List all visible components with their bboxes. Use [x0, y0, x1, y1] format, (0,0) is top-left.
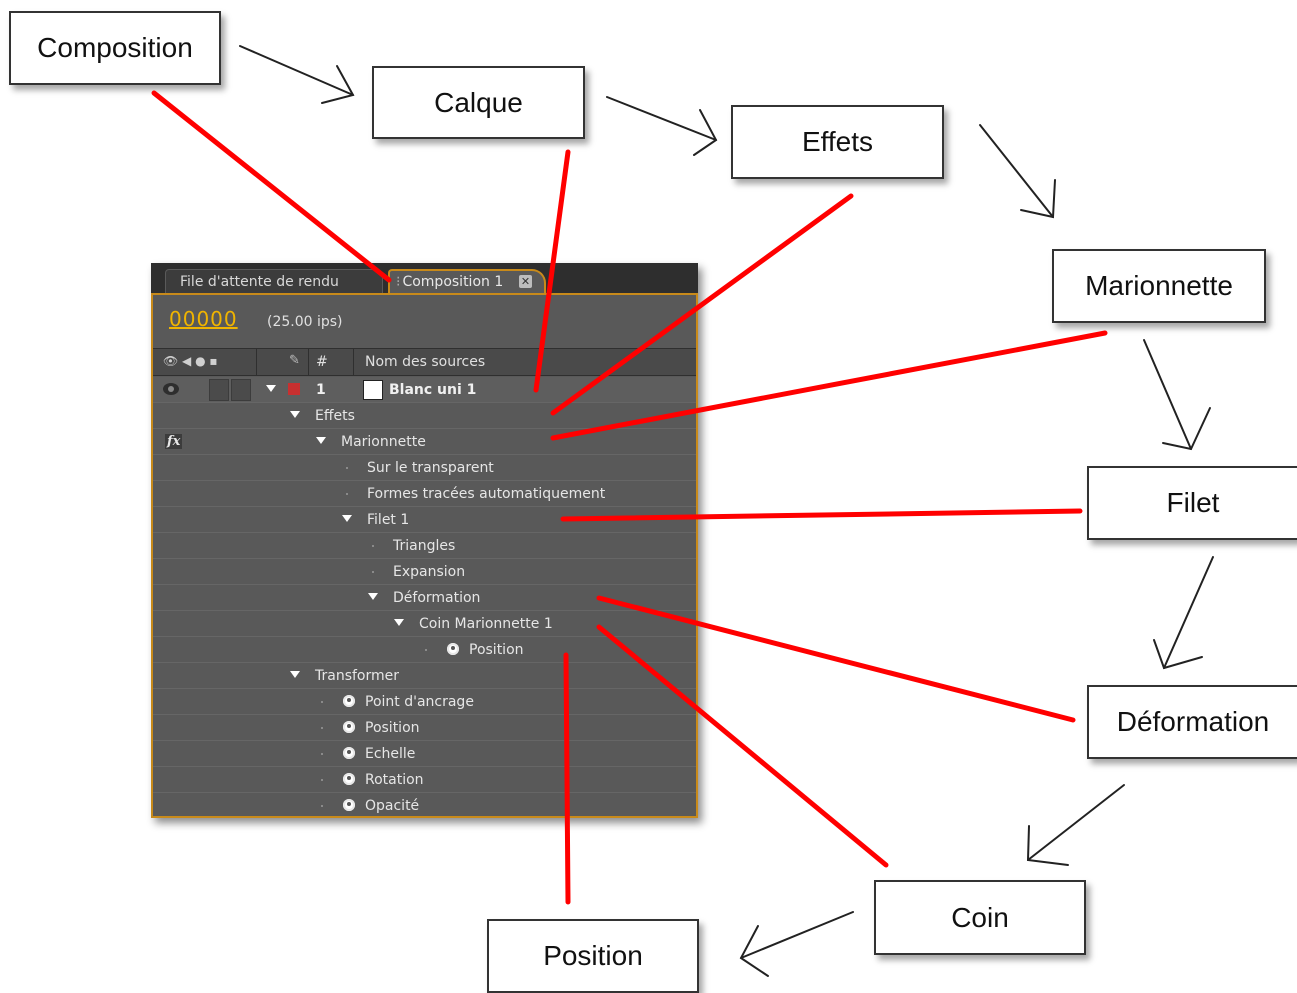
close-icon[interactable]: ✕ — [519, 275, 532, 288]
deformation-label: Déformation — [1087, 685, 1297, 759]
tree-row-rotation[interactable]: Rotation — [153, 767, 696, 793]
tree-label: Déformation — [393, 590, 481, 606]
tab-composition[interactable]: ⁝Composition 1 ✕ — [388, 269, 546, 295]
tree-label: Coin Marionnette 1 — [419, 616, 553, 632]
fx-icon[interactable]: fx — [165, 434, 183, 449]
tree-label: Expansion — [393, 564, 466, 580]
tree-row-triangles[interactable]: Triangles — [153, 533, 696, 559]
eye-icon[interactable] — [163, 383, 179, 395]
arrow-marionnette-filet — [1143, 339, 1211, 451]
stopwatch-icon[interactable] — [343, 773, 355, 785]
layer-number: 1 — [316, 382, 326, 398]
tree-row-sur-le-transparent[interactable]: Sur le transparent — [153, 455, 696, 481]
arrow-coin-position — [739, 911, 854, 977]
stopwatch-icon[interactable] — [343, 695, 355, 707]
tree-label: Triangles — [393, 538, 456, 554]
tree-row-pin-position[interactable]: Position — [153, 637, 696, 663]
tree-row-filet-1[interactable]: Filet 1 — [153, 507, 696, 533]
timeline-panel: File d'attente de rendu ⁝Composition 1 ✕… — [151, 263, 698, 818]
tree-row-formes[interactable]: Formes tracées automatiquement — [153, 481, 696, 507]
expand-triangle-icon[interactable] — [316, 437, 326, 444]
expand-triangle-icon[interactable] — [342, 515, 352, 522]
tree-row-opacite[interactable]: Opacité — [153, 793, 696, 818]
tab-render-queue[interactable]: File d'attente de rendu — [165, 269, 383, 293]
expand-triangle-icon[interactable] — [368, 593, 378, 600]
tree-row-deformation[interactable]: Déformation — [153, 585, 696, 611]
audio-switch[interactable] — [209, 379, 229, 401]
arrow-composition-calque — [239, 45, 355, 104]
position-label: Position — [487, 919, 699, 993]
tree-label: Transformer — [315, 668, 400, 684]
tree-row-coin-marionnette[interactable]: Coin Marionnette 1 — [153, 611, 696, 637]
tree-label: Filet 1 — [367, 512, 410, 528]
label-color-icon: ✎ — [289, 353, 300, 368]
layer-name[interactable]: Blanc uni 1 — [389, 382, 477, 398]
tree-label: Position — [469, 642, 524, 658]
effets-label: Effets — [731, 105, 944, 179]
tree-row-transformer[interactable]: Transformer — [153, 663, 696, 689]
stopwatch-icon[interactable] — [343, 721, 355, 733]
marionnette-label: Marionnette — [1052, 249, 1266, 323]
filet-label: Filet — [1087, 466, 1297, 540]
tree-row-marionnette[interactable]: fx Marionnette — [153, 429, 696, 455]
tree-row-echelle[interactable]: Echelle — [153, 741, 696, 767]
coin-label: Coin — [874, 880, 1086, 955]
layer-row[interactable]: 1 Blanc uni 1 — [153, 377, 696, 403]
tree-row-point-ancrage[interactable]: Point d'ancrage — [153, 689, 696, 715]
tree-label: Opacité — [365, 798, 420, 814]
header-source-name[interactable]: Nom des sources — [365, 354, 486, 370]
tab-render-queue-label: File d'attente de rendu — [180, 274, 339, 290]
tree-label: Effets — [315, 408, 355, 424]
label-color-swatch[interactable] — [288, 383, 300, 395]
av-switches-icons: 👁 ◀ ● ▪ — [163, 354, 218, 368]
arrow-deformation-coin — [1026, 784, 1125, 866]
arrow-effets-marionnette — [979, 124, 1056, 219]
tree-label: Rotation — [365, 772, 424, 788]
tree-label: Formes tracées automatiquement — [367, 486, 606, 502]
stopwatch-icon[interactable] — [343, 799, 355, 811]
arrow-filet-deformation — [1153, 556, 1214, 670]
panel-frame — [151, 293, 698, 818]
calque-label: Calque — [372, 66, 585, 139]
expand-triangle-icon[interactable] — [394, 619, 404, 626]
tree-row-effets[interactable]: Effets — [153, 403, 696, 429]
timecode[interactable]: 00000 — [169, 307, 238, 331]
tree-row-expansion[interactable]: Expansion — [153, 559, 696, 585]
tree-row-position[interactable]: Position — [153, 715, 696, 741]
tree-label: Echelle — [365, 746, 416, 762]
lock-switch[interactable] — [231, 379, 251, 401]
tree-label: Marionnette — [341, 434, 426, 450]
tree-label: Point d'ancrage — [365, 694, 474, 710]
tree-label: Sur le transparent — [367, 460, 494, 476]
expand-triangle-icon[interactable] — [290, 411, 300, 418]
composition-label: Composition — [9, 11, 221, 85]
fps-readout: (25.00 ips) — [267, 314, 343, 330]
expand-triangle-icon[interactable] — [266, 385, 276, 392]
stopwatch-icon[interactable] — [343, 747, 355, 759]
arrow-calque-effets — [606, 96, 718, 156]
solid-thumbnail-icon — [363, 380, 383, 400]
stopwatch-icon[interactable] — [447, 643, 459, 655]
tab-bar: File d'attente de rendu ⁝Composition 1 ✕ — [151, 263, 698, 295]
tree-label: Position — [365, 720, 420, 736]
tab-composition-label: Composition 1 — [402, 274, 504, 290]
expand-triangle-icon[interactable] — [290, 671, 300, 678]
grip-icon[interactable]: ⁝ — [396, 274, 401, 290]
header-hash: # — [316, 354, 328, 370]
column-header: 👁 ◀ ● ▪ ✎ # Nom des sources — [153, 348, 696, 376]
connector-composition — [151, 90, 392, 283]
